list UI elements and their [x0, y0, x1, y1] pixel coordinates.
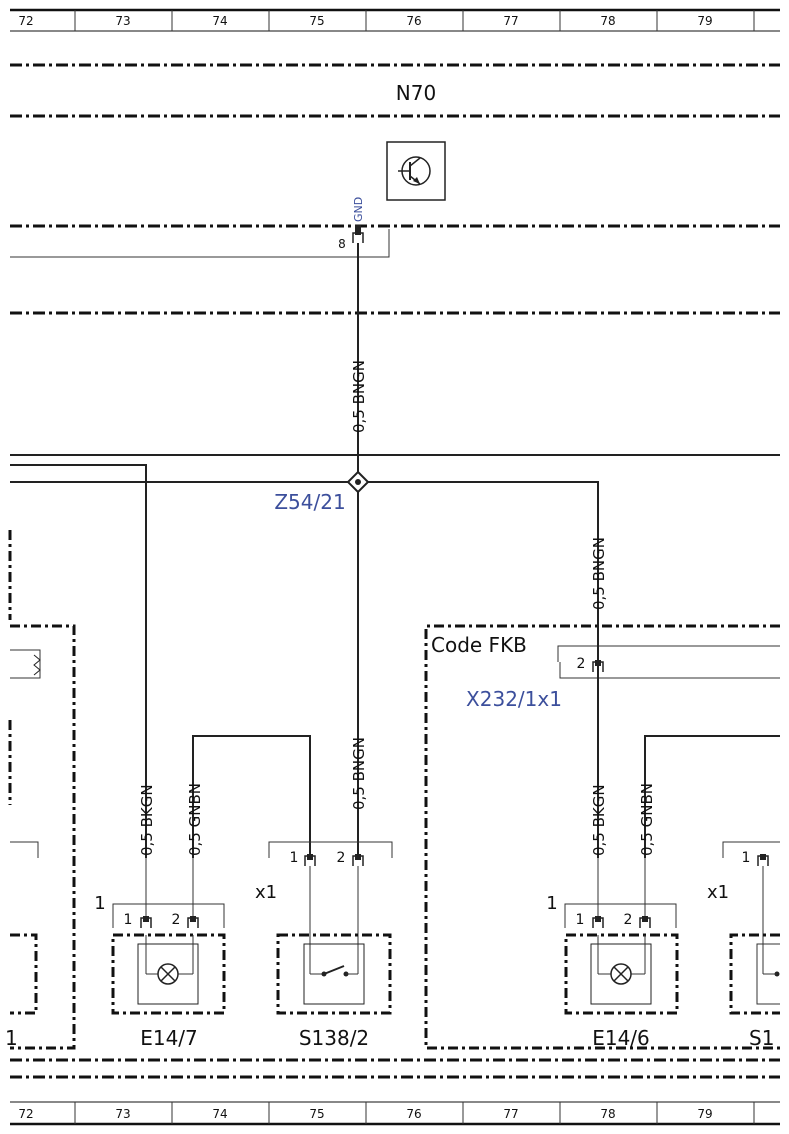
left-partial-block: 1	[5, 530, 76, 1050]
ruler-top-76: 76	[406, 14, 421, 28]
e14-7-pin2: 2	[172, 912, 181, 928]
top-ruler: 72 73 74 75 76 77 78 79	[10, 8, 780, 32]
main-wire-label: 0,5 BNGN	[350, 360, 368, 433]
lamp-icon	[137, 943, 199, 1005]
e14-7-conn-label: 1	[94, 893, 105, 914]
right-wire-label: 0,5 BNGN	[590, 537, 608, 610]
ruler-top-79: 79	[697, 14, 712, 28]
s138-2-housing	[276, 933, 392, 1015]
ruler-bottom-75: 75	[309, 1107, 324, 1121]
e14-6-housing	[564, 933, 679, 1015]
bottom-ruler: 72 73 74 75 76 77 78 79	[10, 1101, 780, 1126]
ruler-bottom-77: 77	[503, 1107, 518, 1121]
e14-6-pin1: 1	[576, 912, 585, 928]
splice-z54-21: Z54/21	[274, 470, 370, 514]
e14-6-conn-label: 1	[546, 893, 557, 914]
ruler-bottom-76: 76	[406, 1107, 421, 1121]
ruler-top-75: 75	[309, 14, 324, 28]
ruler-top-77: 77	[503, 14, 518, 28]
code-fkb-label: Code FKB	[431, 633, 527, 657]
e14-7-pin1: 1	[124, 912, 133, 928]
x232-label: X232/1x1	[466, 687, 562, 711]
ruler-bottom-73: 73	[115, 1107, 130, 1121]
e14-7-housing	[111, 933, 226, 1015]
e14-6-group: 0,5 BKGN 0,5 GNBN 1 1 2 E14/6	[546, 735, 780, 1050]
transistor-icon	[386, 141, 446, 201]
e14-6-pin2: 2	[624, 912, 633, 928]
s138-2-pin2: 2	[337, 850, 346, 866]
e14-7-wire1-label: 0,5 BKGN	[138, 784, 156, 856]
ruler-top-78: 78	[600, 14, 615, 28]
switch-icon	[303, 943, 365, 1005]
e14-7-wire2-label: 0,5 GNBN	[186, 783, 204, 856]
right-conn-label: x1	[707, 882, 729, 903]
right-pin1: 1	[742, 850, 751, 866]
code-fkb-block: Code FKB 2 X232/1x1	[424, 624, 780, 1050]
e14-6-wire1-label: 0,5 BKGN	[590, 784, 608, 856]
x232-pin: 2	[577, 656, 586, 672]
right-partial-label: S1	[749, 1026, 774, 1050]
s138-2-conn-label: x1	[255, 882, 277, 903]
gnd-pin-label: GND	[352, 197, 365, 222]
n70-pin-number: 8	[338, 237, 346, 251]
e14-6-wire2-label: 0,5 GNBN	[638, 783, 656, 856]
ruler-top-72: 72	[18, 14, 33, 28]
s138-2-group: 0,5 BNGN x1 1 2 S138/2	[255, 737, 393, 1050]
e14-7-group: 0,5 BKGN 0,5 GNBN 1 1 2 E14/7	[94, 735, 311, 1050]
n70-module: N70 GND 8	[10, 63, 780, 315]
module-name: N70	[396, 81, 436, 105]
s138-2-pin1: 1	[290, 850, 299, 866]
splice-label: Z54/21	[274, 490, 345, 514]
ruler-top-73: 73	[115, 14, 130, 28]
e14-7-label: E14/7	[140, 1026, 198, 1050]
s138-2-wire-label: 0,5 BNGN	[350, 737, 368, 810]
ruler-bottom-72: 72	[18, 1107, 33, 1121]
ruler-top-74: 74	[212, 14, 227, 28]
right-partial-group: x1 1 S1	[707, 841, 780, 1050]
e14-6-label: E14/6	[592, 1026, 650, 1050]
ruler-bottom-78: 78	[600, 1107, 615, 1121]
lamp-icon	[590, 943, 652, 1005]
s138-2-label: S138/2	[299, 1026, 369, 1050]
ruler-bottom-74: 74	[212, 1107, 227, 1121]
ruler-bottom-79: 79	[697, 1107, 712, 1121]
left-partial-label: 1	[5, 1026, 18, 1050]
